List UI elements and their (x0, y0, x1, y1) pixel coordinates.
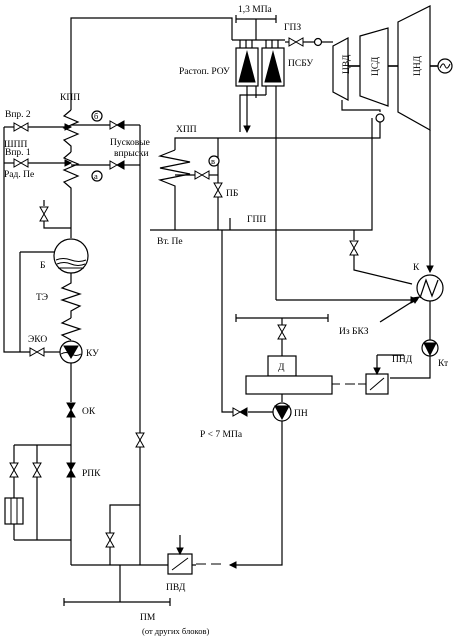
pvd-heater (167, 535, 221, 575)
turbine-csd (359, 27, 389, 107)
feed-line-to-pvd (228, 421, 283, 569)
vpr1-label: Впр. 1 (5, 148, 31, 158)
csd-label: ЦСД (371, 56, 381, 76)
rad-pe-label: Рад. Пе (4, 170, 34, 180)
startup-bypass-line (105, 125, 145, 565)
condensate-line (390, 356, 431, 379)
pm-label: ПМ (140, 613, 156, 623)
reheat-injection (175, 155, 220, 180)
cvd-label: ЦВД (342, 54, 352, 74)
kpp-label: КПП (60, 93, 80, 103)
low-pressure-bypass (221, 230, 273, 417)
cnd-label: ЦНД (413, 55, 423, 76)
gpz-label: ГПЗ (284, 23, 301, 33)
psbu-label: ПСБУ (288, 59, 313, 69)
ok-label: ОК (82, 407, 96, 417)
ku-label: КУ (86, 349, 99, 359)
ot-drugih-label: (от других блоков) (142, 626, 209, 636)
header-bracket-top (235, 15, 277, 40)
reheater-vt-pe (157, 149, 191, 230)
injection-vpr1 (4, 158, 73, 168)
from-bkz-line (379, 296, 421, 323)
kt-label: Кт (438, 359, 449, 369)
pnd-label: ПНД (392, 355, 413, 365)
ok-valve (66, 363, 76, 445)
hpp-line (174, 135, 381, 220)
rou-outlet-lines (239, 86, 277, 300)
marker-a: а (94, 171, 98, 181)
marker-v: в (211, 156, 215, 166)
gpp-label: ГПП (247, 215, 266, 225)
pm-bracket (63, 598, 171, 606)
hpp-label: ХПП (176, 125, 197, 135)
feed-pump-pn (272, 402, 292, 422)
p-less-label: Р < 7 МПа (200, 430, 243, 440)
puskovye-label: Пусковые (110, 138, 150, 148)
main-steam-line (70, 17, 285, 110)
turbine-cvd (332, 37, 349, 101)
pb-label: ПБ (226, 189, 238, 199)
pn-label: ПН (294, 409, 308, 419)
te-label: ТЭ (36, 293, 48, 303)
marker-b: б (94, 111, 98, 121)
b-label: Б (40, 261, 45, 271)
vt-pe-label: Вт. Пе (157, 237, 183, 247)
condenser-k (416, 274, 444, 302)
injection-vpr2 (4, 122, 73, 132)
gpp-condenser-valve (349, 230, 413, 285)
shpp-label: ШПП (4, 140, 27, 150)
pressure-top-label: 1,3 МПа (238, 5, 273, 15)
eko-label: ЭКО (28, 335, 47, 345)
gpz-valve (288, 37, 304, 47)
rpk-label: РПК (82, 469, 101, 479)
drum-steam-line (39, 200, 72, 238)
k-label: К (413, 263, 420, 273)
rostop-rou-valve (235, 40, 259, 87)
startup-injection-b (71, 110, 140, 130)
gpz-orifice (313, 37, 323, 47)
cvd-exhaust-line (341, 100, 385, 135)
injection-supply-line (3, 127, 30, 353)
boiler-steam-path (62, 109, 80, 200)
drum-b (19, 238, 89, 352)
ku-unit (59, 340, 83, 364)
pvd-label: ПВД (166, 583, 186, 593)
vpryski-label: впрыски (114, 149, 149, 159)
vpr2-label: Впр. 2 (5, 110, 31, 120)
evaporator-te (60, 273, 82, 341)
gpp-line (150, 118, 373, 231)
d-label: Д (278, 363, 285, 373)
condensate-pump (421, 339, 439, 357)
generator (437, 58, 453, 74)
rpk-group (4, 444, 76, 565)
startup-injection-a (71, 160, 140, 182)
psbu-valve (261, 40, 285, 87)
iz-bkz-label: Из БКЗ (339, 327, 369, 337)
rostop-rou-label: Растоп. РОУ (179, 67, 230, 77)
economizer-eko (29, 347, 60, 357)
deaerator-d (235, 314, 333, 402)
